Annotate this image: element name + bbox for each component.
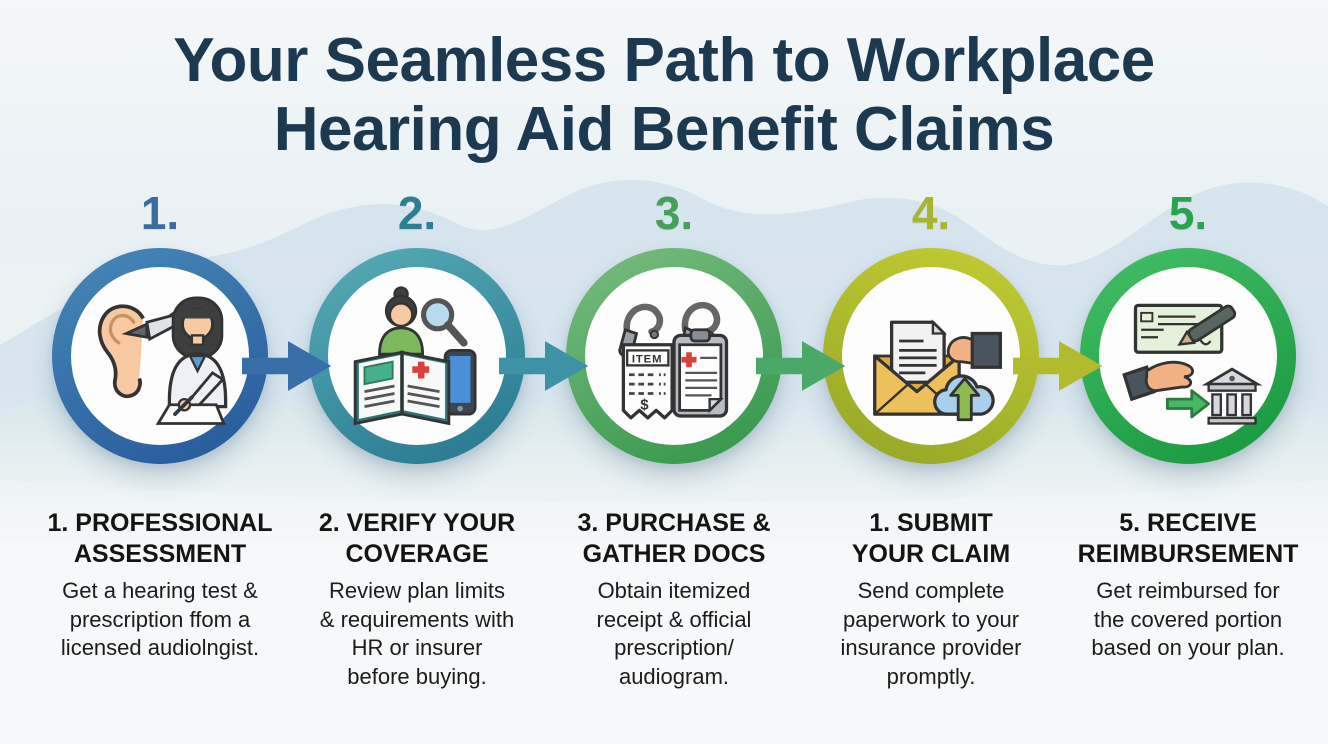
step-2-heading: 2. VERIFY YOUR COVERAGE bbox=[287, 508, 547, 569]
flow-arrow-2 bbox=[499, 341, 589, 391]
step-2-circle-inner bbox=[328, 267, 506, 445]
step-4-heading: 1. SUBMIT YOUR CLAIM bbox=[801, 508, 1061, 569]
step-5-heading: 5. RECEIVE REIMBURSEMENT bbox=[1058, 508, 1318, 569]
ear-otoscope-audiologist-icon bbox=[97, 296, 228, 425]
step-4-number: 4. bbox=[911, 187, 951, 239]
step-4-circle-inner bbox=[842, 267, 1020, 445]
step-column-5: 5. bbox=[1058, 190, 1318, 663]
step-1-heading: 1. PROFESSIONAL ASSESSMENT bbox=[30, 508, 290, 569]
step-5-heading-line-1: 5. RECEIVE bbox=[1119, 509, 1257, 537]
step-1-description: Get a hearing test & prescription ffom a… bbox=[60, 578, 260, 661]
step-3-circle-badge: ITEM $ bbox=[566, 248, 782, 464]
step-1-heading-line-2: ASSESSMENT bbox=[73, 539, 247, 568]
step-5-circle-inner bbox=[1099, 267, 1277, 445]
receipt-item-label: ITEM bbox=[632, 354, 663, 366]
step-column-4: 4. 1. SUBMIT YOUR CLAIM bbox=[801, 190, 1061, 691]
step-3-heading: 3. PURCHASE & GATHER DOCS bbox=[544, 508, 804, 569]
step-3-circle-inner: ITEM $ bbox=[585, 267, 763, 445]
title-line-1: Your Seamless Path to Workplace bbox=[173, 26, 1155, 95]
step-5-description: Get reimbursed for the covered portion b… bbox=[1091, 578, 1285, 661]
check-pen-hand-bank-icon bbox=[1122, 303, 1263, 425]
step-2-heading-line-2: COVERAGE bbox=[345, 539, 489, 568]
step-2-heading-line-1: 2. VERIFY YOUR bbox=[318, 509, 516, 537]
step-1-heading-line-1: 1. PROFESSIONAL bbox=[47, 509, 273, 537]
step-2-circle-badge bbox=[309, 248, 525, 464]
step-4-description: Send complete paperwork to your insuranc… bbox=[840, 578, 1022, 689]
step-5-heading-line-2: REIMBURSEMENT bbox=[1077, 539, 1299, 568]
step-2-number: 2. bbox=[397, 187, 437, 239]
step-4-heading-line-2: YOUR CLAIM bbox=[851, 539, 1011, 568]
step-1-circle-badge bbox=[52, 248, 268, 464]
step-column-1: 1. bbox=[30, 190, 290, 663]
step-5-number: 5. bbox=[1168, 187, 1208, 239]
step-3-heading-line-2: GATHER DOCS bbox=[582, 539, 766, 568]
coverage-book-magnifier-icon bbox=[353, 286, 477, 426]
title-line-2: Hearing Aid Benefit Claims bbox=[273, 95, 1055, 165]
step-3-description: Obtain itemized receipt & official presc… bbox=[596, 578, 752, 689]
flow-arrow-1 bbox=[242, 341, 332, 391]
step-4-circle-badge bbox=[823, 248, 1039, 464]
step-column-2: 2. bbox=[287, 190, 547, 691]
step-3-heading-line-1: 3. PURCHASE & bbox=[577, 509, 771, 537]
step-3-number: 3. bbox=[654, 187, 694, 239]
step-4-heading-line-1: 1. SUBMIT bbox=[869, 509, 993, 537]
step-5-circle-badge bbox=[1080, 248, 1296, 464]
flow-arrow-4 bbox=[1013, 341, 1103, 391]
flow-arrow-3 bbox=[756, 341, 846, 391]
step-column-3: 3. ITEM bbox=[544, 190, 804, 691]
receipt-dollar-label: $ bbox=[640, 396, 649, 413]
step-2-description: Review plan limits & requirements with H… bbox=[319, 578, 515, 689]
step-1-circle-inner bbox=[71, 267, 249, 445]
envelope-cloud-upload-icon bbox=[873, 319, 1003, 422]
step-1-number: 1. bbox=[140, 187, 180, 239]
page-title: Your Seamless Path to Workplace Hearing … bbox=[0, 26, 1328, 165]
hearing-aids-receipt-clipboard-icon: ITEM $ bbox=[618, 301, 729, 420]
